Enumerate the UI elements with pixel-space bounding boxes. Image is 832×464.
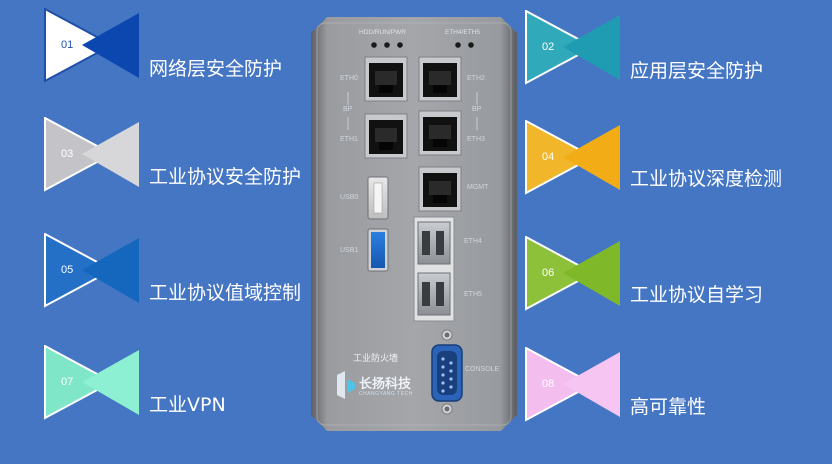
feature-number: 05 — [61, 264, 74, 276]
feature-label: 应用层安全防护 — [630, 60, 764, 82]
brand-name: 长扬科技 — [359, 377, 412, 392]
port-label-eth0: ETH0 — [340, 75, 358, 82]
feature-label: 工业协议值域控制 — [149, 282, 302, 304]
triangle-icon — [525, 347, 620, 422]
port-label-eth4: ETH4 — [464, 238, 482, 245]
feature-item-5: 05 工业协议值域控制 — [44, 233, 344, 313]
feature-item-4: 04 工业协议深度检测 — [525, 120, 825, 200]
feature-item-7: 07 工业VPN — [44, 345, 344, 425]
firewall-device: HDD/RUN/PWR ETH4/ETH5 ETH0 BP ETH1 ETH2 … — [311, 17, 517, 431]
product-name: 工业防火墙 — [353, 354, 399, 364]
port-label-eth2: ETH2 — [467, 75, 485, 82]
port-label-eth5: ETH5 — [464, 291, 482, 298]
port-label-bp-right: BP — [472, 106, 482, 113]
triangle-icon — [525, 120, 620, 195]
feature-label: 工业协议深度检测 — [630, 168, 783, 190]
feature-item-1: 01 网络层安全防护 — [44, 8, 344, 88]
led-label-left: HDD/RUN/PWR — [359, 29, 406, 36]
port-label-console: CONSOLE — [465, 366, 500, 373]
feature-number: 01 — [61, 39, 74, 51]
feature-label: 高可靠性 — [630, 396, 707, 418]
led-label-right: ETH4/ETH5 — [445, 29, 481, 36]
port-label-eth1: ETH1 — [340, 136, 358, 143]
triangle-icon — [44, 117, 139, 192]
triangle-icon — [525, 236, 620, 311]
feature-number: 03 — [61, 148, 74, 160]
feature-item-8: 08 高可靠性 — [525, 347, 825, 427]
feature-item-3: 03 工业协议安全防护 — [44, 117, 344, 197]
device-illustration — [311, 17, 517, 431]
port-label-usb0: USB0 — [340, 194, 359, 201]
port-label-eth3: ETH3 — [467, 136, 485, 143]
feature-item-6: 06 工业协议自学习 — [525, 236, 825, 316]
feature-label: 网络层安全防护 — [149, 58, 283, 80]
port-label-usb1: USB1 — [340, 247, 359, 254]
feature-number: 02 — [542, 41, 555, 53]
feature-label: 工业协议安全防护 — [149, 166, 302, 188]
feature-number: 04 — [542, 151, 555, 163]
port-label-mgmt: MGMT — [467, 184, 489, 191]
triangle-icon — [44, 8, 139, 83]
feature-item-2: 02 应用层安全防护 — [525, 10, 825, 90]
port-label-bp-left: BP — [343, 106, 353, 113]
triangle-icon — [44, 345, 139, 420]
feature-number: 06 — [542, 267, 555, 279]
brand-name-en: CHANGYANG TECH — [359, 391, 413, 397]
feature-number: 07 — [61, 376, 74, 388]
feature-number: 08 — [542, 378, 555, 390]
feature-label: 工业VPN — [149, 394, 226, 416]
triangle-icon — [44, 233, 139, 308]
triangle-icon — [525, 10, 620, 85]
feature-label: 工业协议自学习 — [630, 284, 764, 306]
